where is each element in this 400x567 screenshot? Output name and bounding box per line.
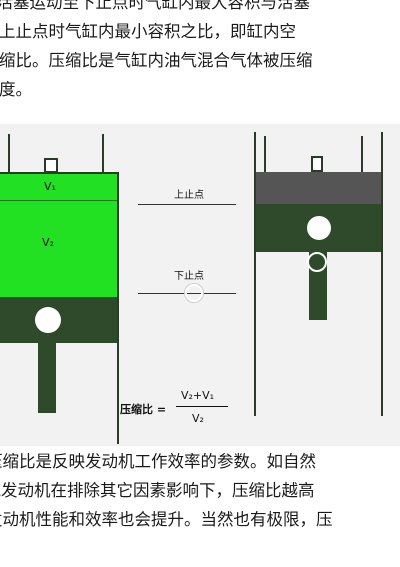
- compression-ratio-diagram: V₁ V₂ 上止点 下止点 压缩比 = V₂+V₁ V₂: [0, 124, 400, 446]
- bdc-marker: [185, 284, 203, 302]
- bottom-text-line-2: 吸气发动机在排除其它因素影响下，压缩比越高: [0, 481, 315, 500]
- tdc-label: 上止点: [174, 190, 204, 201]
- tdc-reference-line: [138, 204, 236, 205]
- top-text-line-3: 气压缩比。压缩比是气缸内油气混合气体被压缩: [0, 51, 313, 70]
- top-text-line-4: 的程度。: [0, 80, 32, 99]
- v2-region: [0, 201, 117, 297]
- formula-fraction-bar: [176, 406, 228, 407]
- v2-label: V₂: [42, 236, 54, 249]
- right-wrist-pin: [307, 216, 331, 240]
- bdc-label: 下止点: [174, 271, 204, 282]
- right-cylinder-head: [256, 172, 381, 204]
- top-text-line-1: 当活塞运动至下止点时气缸内最大容积与活塞: [0, 0, 310, 12]
- v1-region: [0, 174, 117, 200]
- formula-numerator: V₂+V₁: [181, 389, 215, 402]
- bottom-text-line-3: 发动机性能和效率也会提升。当然也有极限，压: [0, 510, 333, 529]
- right-valve: [311, 156, 323, 172]
- formula-denominator: V₂: [192, 412, 204, 425]
- top-text-line-2: 行至上止点时气缸内最小容积之比，即缸内空: [0, 22, 296, 41]
- left-piston-rod: [38, 343, 56, 413]
- top-paragraph: 当活塞运动至下止点时气缸内最大容积与活塞 行至上止点时气缸内最小容积之比，即缸内…: [0, 0, 380, 104]
- bottom-paragraph: 压缩比是反映发动机工作效率的参数。如自然 吸气发动机在排除其它因素影响下，压缩比…: [0, 447, 400, 534]
- bottom-text-line-1: 压缩比是反映发动机工作效率的参数。如自然: [0, 452, 316, 471]
- left-wrist-pin: [35, 307, 61, 333]
- v1-label: V₁: [44, 180, 56, 193]
- right-marker: [307, 252, 327, 272]
- formula-prefix: 压缩比 =: [120, 403, 167, 416]
- left-valve: [44, 158, 58, 173]
